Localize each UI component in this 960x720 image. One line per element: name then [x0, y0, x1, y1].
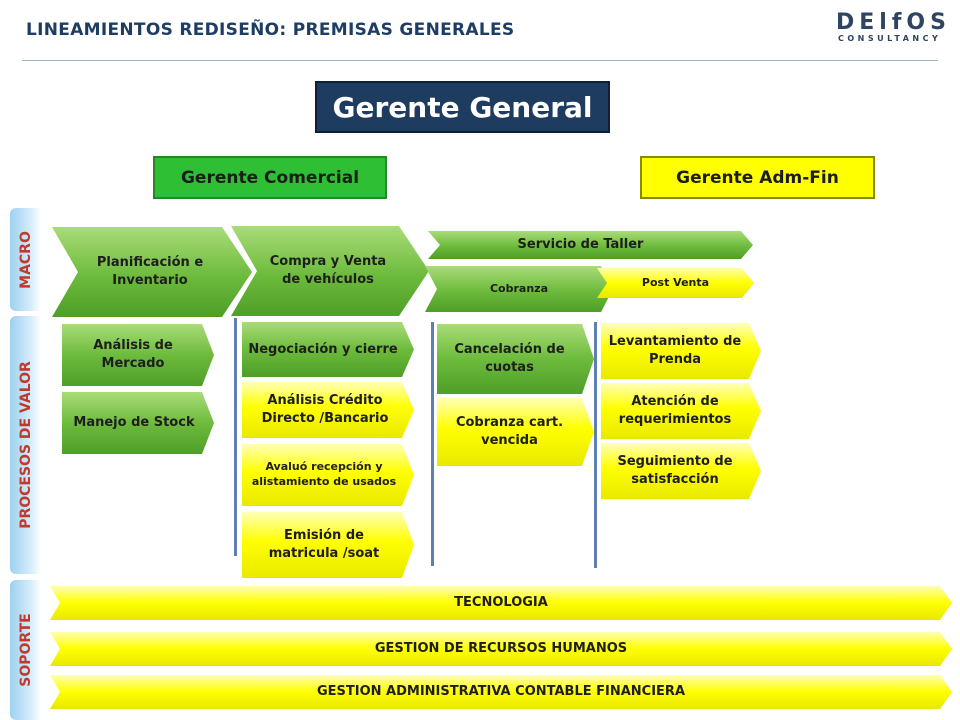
- gerente-adm-fin-box: Gerente Adm-Fin: [640, 156, 875, 199]
- column-separator: [234, 318, 237, 556]
- macro-post-venta-bar: Post Venta: [597, 268, 754, 298]
- proceso-avaluo: Avaluó recepción y alistamiento de usado…: [242, 444, 414, 506]
- soporte-tecnologia-bar: TECNOLOGIA: [50, 586, 952, 620]
- proceso-cobranza-vencida: Cobranza cart. vencida: [437, 398, 594, 466]
- gerente-general-box: Gerente General: [315, 81, 610, 133]
- proceso-cancelacion: Cancelación de cuotas: [437, 324, 594, 394]
- header-divider: [22, 60, 938, 61]
- gerente-comercial-box: Gerente Comercial: [153, 156, 387, 199]
- side-label-procesos: PROCESOS DE VALOR: [10, 316, 41, 574]
- proceso-negociacion: Negociación y cierre: [242, 322, 414, 377]
- macro-planificacion-chevron: Planificación e Inventario: [52, 227, 252, 317]
- column-separator: [431, 322, 434, 566]
- proceso-seguimiento: Seguimiento de satisfacción: [601, 443, 761, 499]
- proceso-emision: Emisión de matricula /soat: [242, 512, 414, 578]
- proceso-levantamiento: Levantamiento de Prenda: [601, 323, 761, 379]
- page-title: LINEAMIENTOS REDISEÑO: PREMISAS GENERALE…: [26, 20, 515, 40]
- macro-cobranza-bar: Cobranza: [425, 266, 613, 312]
- column-separator: [594, 322, 597, 568]
- side-label-soporte-text: SOPORTE: [17, 613, 34, 687]
- soporte-rrhh-bar: GESTION DE RECURSOS HUMANOS: [50, 632, 952, 666]
- soporte-administrativa-bar: GESTION ADMINISTRATIVA CONTABLE FINANCIE…: [50, 675, 952, 709]
- company-logo-subtitle: CONSULTANCY: [838, 34, 942, 43]
- proceso-analisis-mercado: Análisis de Mercado: [62, 324, 214, 386]
- macro-compra-venta-chevron: Compra y Venta de vehículos: [231, 226, 429, 316]
- macro-servicio-taller-bar: Servicio de Taller: [428, 231, 753, 259]
- side-label-procesos-text: PROCESOS DE VALOR: [17, 361, 34, 529]
- proceso-manejo-stock: Manejo de Stock: [62, 392, 214, 454]
- side-label-soporte: SOPORTE: [10, 580, 41, 720]
- proceso-analisis-credito: Análisis Crédito Directo /Bancario: [242, 382, 414, 438]
- company-logo: DElfOS: [836, 10, 951, 35]
- proceso-atencion: Atención de requerimientos: [601, 383, 761, 439]
- side-label-macro-text: MACRO: [17, 230, 34, 289]
- side-label-macro: MACRO: [10, 208, 41, 311]
